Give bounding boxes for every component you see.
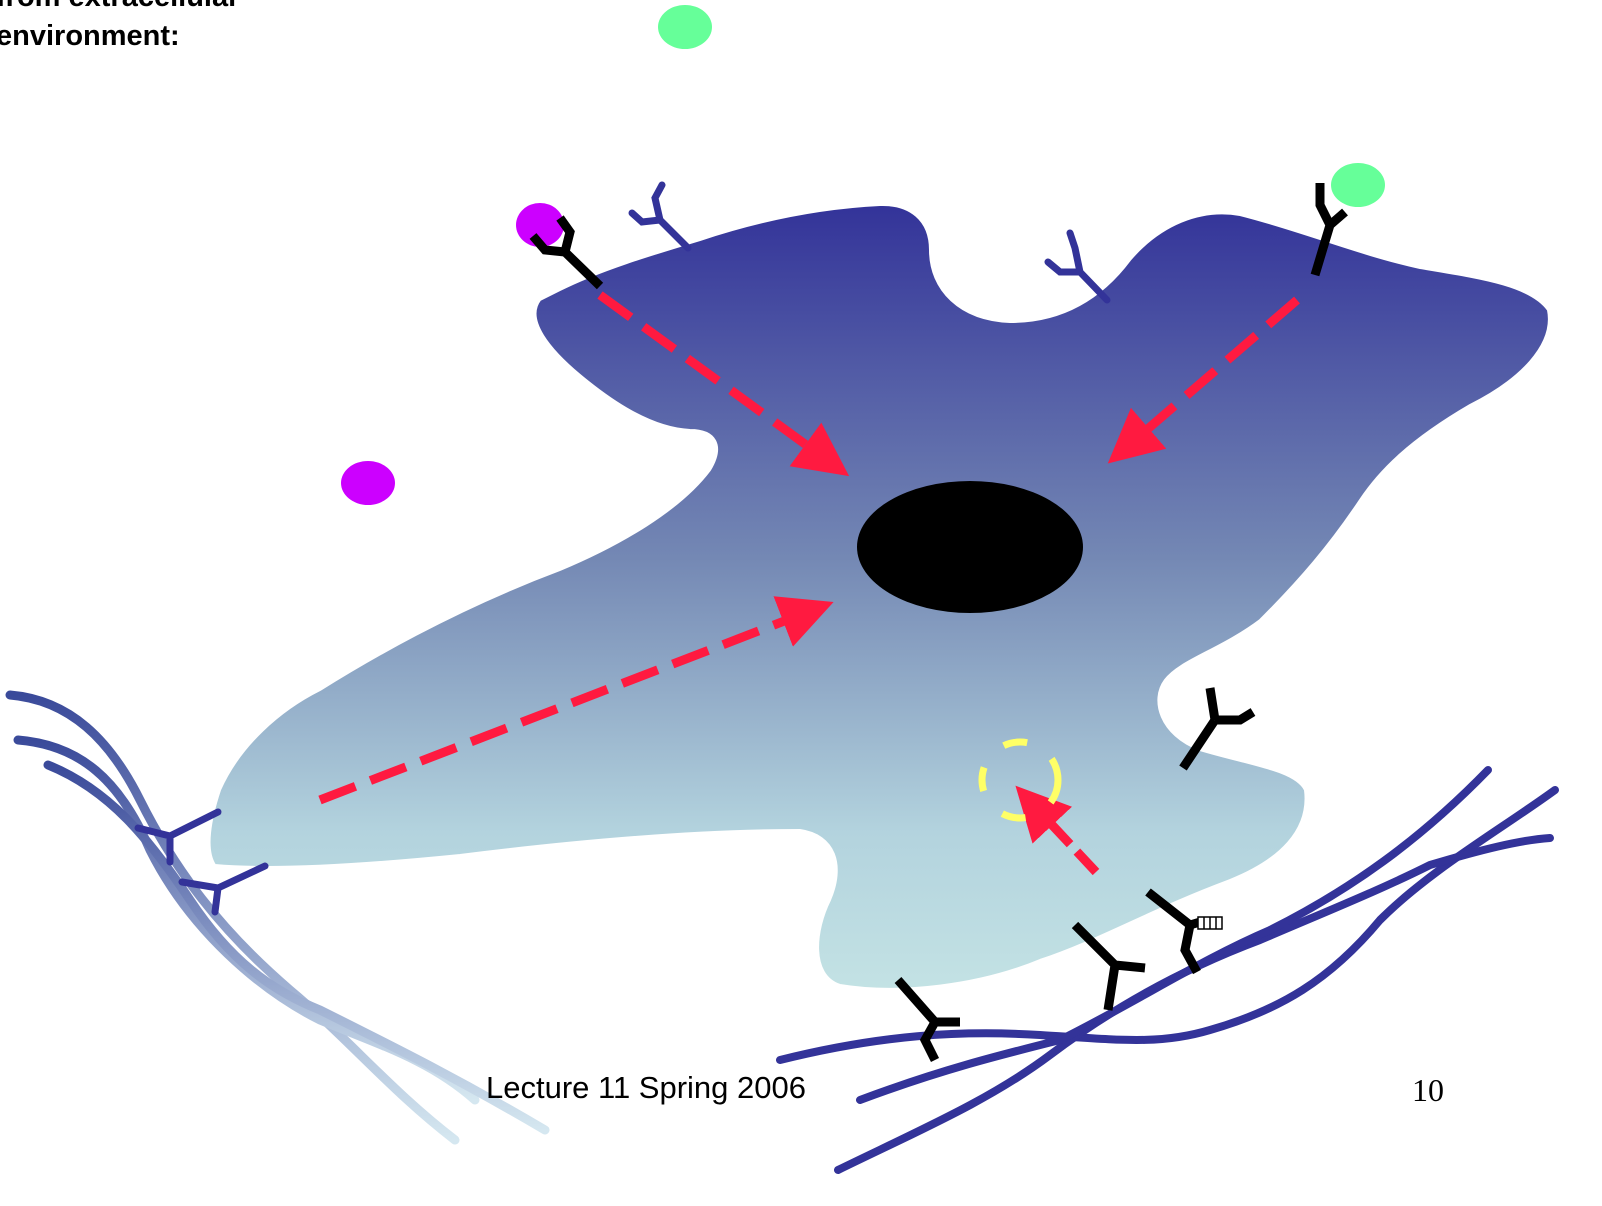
receptor-black-1 xyxy=(529,215,604,290)
ligand-purple-free xyxy=(341,461,395,505)
slide-heading: from extracellular environment: xyxy=(0,0,239,52)
vesicle xyxy=(978,738,1062,822)
receptor-blue-3 xyxy=(134,808,222,866)
signal-arrow-left xyxy=(318,596,834,805)
cell-body xyxy=(208,203,1550,990)
signal-arrow-bottom xyxy=(1015,785,1100,876)
signal-arrow-top-left xyxy=(597,291,850,477)
ecm-fibers-left xyxy=(5,690,550,1145)
receptor-black-2 xyxy=(1310,183,1348,277)
receptor-blue-1 xyxy=(628,181,692,252)
nucleus xyxy=(857,481,1083,613)
slide-footer: Lecture 11 Spring 2006 xyxy=(486,1070,806,1105)
receptor-blue-4 xyxy=(178,862,269,916)
ligand-green-bound xyxy=(1331,163,1385,207)
receptor-blue-2 xyxy=(1044,229,1111,304)
ligand-green-top xyxy=(658,5,712,49)
signal-arrow-top-right xyxy=(1107,296,1300,464)
page-number: 10 xyxy=(1412,1072,1444,1108)
receptor-black-6 xyxy=(894,977,960,1063)
adhesion-complex xyxy=(1197,916,1223,930)
ecm-fibers-right xyxy=(776,766,1559,1174)
receptors-blue xyxy=(134,181,1111,916)
ligand-purple-bound xyxy=(516,203,564,247)
signal-arrows xyxy=(318,291,1300,876)
receptors-black xyxy=(529,183,1348,1063)
receptor-black-3 xyxy=(1179,687,1256,771)
receptor-black-4 xyxy=(1071,921,1146,1011)
